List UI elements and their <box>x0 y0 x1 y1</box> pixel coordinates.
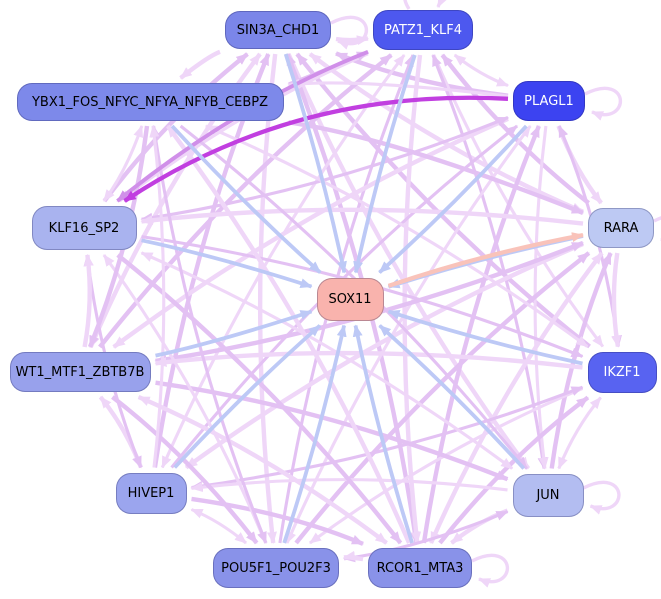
node-SOX11[interactable]: SOX11 <box>316 277 384 321</box>
edge-IKZF1-SOX11 <box>387 309 583 366</box>
edge-SIN3A_CHD1-SOX11 <box>283 53 347 274</box>
edge-POU5F1_POU2F3-YBX1_FOS_NFYC_NFYA_NFYB_CEBPZ <box>150 125 268 544</box>
node-SIN3A_CHD1[interactable]: SIN3A_CHD1 <box>225 11 331 49</box>
edge-JUN-SOX11 <box>378 324 526 470</box>
edge-YBX1_FOS_NFYC_NFYA_NFYB_CEBPZ-SOX11 <box>170 124 322 274</box>
node-PATZ1_KLF4[interactable]: PATZ1_KLF4 <box>373 10 473 50</box>
edge-JUN-POU5F1_POU2F3 <box>343 510 509 563</box>
node-JUN[interactable]: JUN <box>512 473 584 517</box>
self-loop-PATZ1_KLF4 <box>403 0 448 10</box>
self-loop-SIN3A_CHD1 <box>330 15 369 50</box>
edge-PLAGL1-YBX1_FOS_NFYC_NFYA_NFYB_CEBPZ <box>287 78 509 98</box>
self-loop-RARA <box>653 216 661 248</box>
edge-RCOR1_MTA3-SOX11 <box>352 324 414 544</box>
edge-SOX11-RARA <box>387 232 584 288</box>
edge-KLF16_SP2-YBX1_FOS_NFYC_NFYA_NFYB_CEBPZ <box>102 125 144 202</box>
self-loop-PLAGL1 <box>584 86 623 121</box>
node-WT1_MTF1_ZBTB7B[interactable]: WT1_MTF1_ZBTB7B <box>9 352 151 392</box>
edge-RARA-IKZF1 <box>611 252 622 348</box>
node-POU5F1_POU2F3[interactable]: POU5F1_POU2F3 <box>213 548 339 588</box>
self-loop-RCOR1_MTA3 <box>471 553 510 588</box>
edge-IKZF1-WT1_MTF1_ZBTB7B <box>154 350 583 370</box>
edge-RCOR1_MTA3-POU5F1_POU2F3 <box>343 550 364 562</box>
edge-WT1_MTF1_ZBTB7B-KLF16_SP2 <box>82 254 94 348</box>
edge-HIVEP1-SOX11 <box>173 324 322 469</box>
node-PLAGL1[interactable]: PLAGL1 <box>513 81 585 121</box>
node-IKZF1[interactable]: IKZF1 <box>587 351 657 393</box>
edge-POU5F1_POU2F3-HIVEP1 <box>190 508 247 545</box>
node-RARA[interactable]: RARA <box>588 208 654 248</box>
node-YBX1_FOS_NFYC_NFYA_NFYB_CEBPZ[interactable]: YBX1_FOS_NFYC_NFYA_NFYB_CEBPZ <box>16 83 284 121</box>
edge-POU5F1_POU2F3-SOX11 <box>282 324 347 544</box>
edge-IKZF1-JUN <box>557 396 602 470</box>
edge-SIN3A_CHD1-YBX1_FOS_NFYC_NFYA_NFYB_CEBPZ <box>179 49 221 80</box>
edge-KLF16_SP2-SOX11 <box>141 238 313 289</box>
edge-WT1_MTF1_ZBTB7B-SOX11 <box>155 309 313 358</box>
node-RCOR1_MTA3[interactable]: RCOR1_MTA3 <box>368 548 472 588</box>
node-KLF16_SP2[interactable]: KLF16_SP2 <box>31 206 137 250</box>
self-loop-JUN <box>582 480 621 515</box>
edge-PLAGL1-SOX11 <box>378 124 528 274</box>
edge-PATZ1_KLF4-SOX11 <box>353 54 417 274</box>
node-HIVEP1[interactable]: HIVEP1 <box>115 472 187 514</box>
